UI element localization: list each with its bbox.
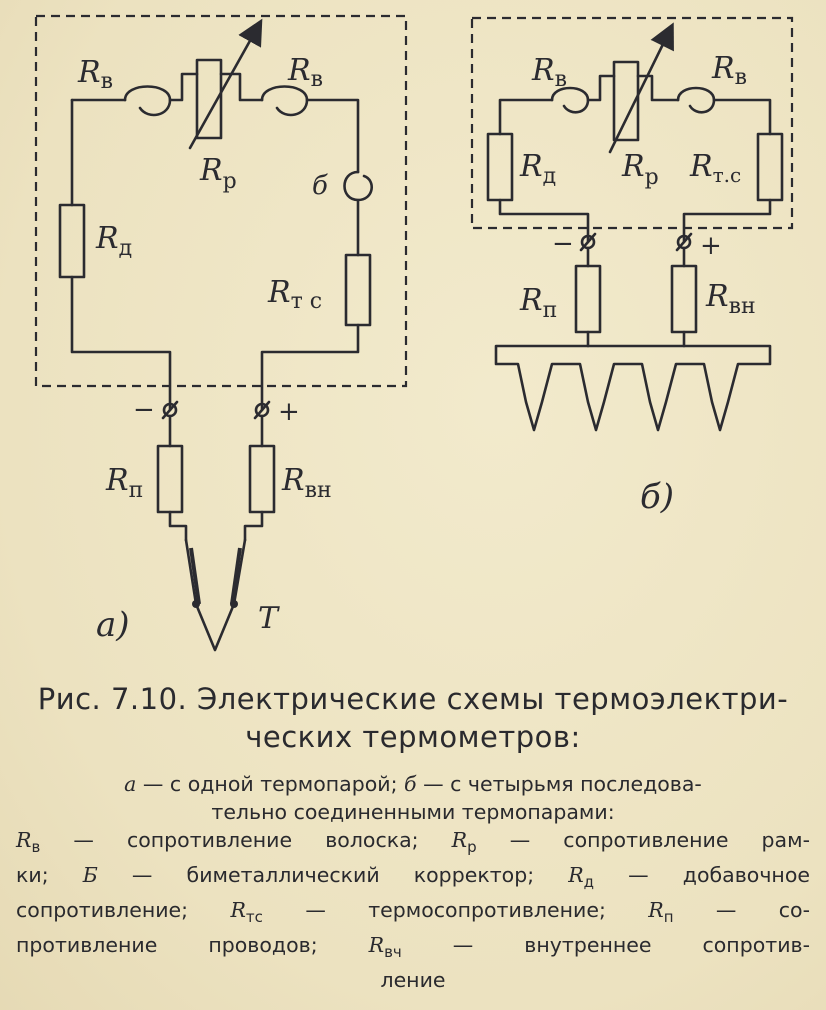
label-rd-b: Rд xyxy=(519,149,556,189)
panel-label-b: б) xyxy=(640,477,674,517)
legend-line-6: противление проводов; Rвч — внутреннее с… xyxy=(16,933,810,961)
label-b-a: б xyxy=(312,171,328,201)
label-rv-left-b: Rв xyxy=(531,53,567,92)
resistor-rtc-a xyxy=(344,253,372,327)
legend-line-1: а — с одной термопарой; б — с четырьмя п… xyxy=(124,772,702,796)
legend-line-5: сопротивление; Rтс — термосопротивление;… xyxy=(16,898,810,926)
wire-top-right xyxy=(305,98,360,174)
wire-left-bottom xyxy=(70,275,172,412)
legend-line-2: тельно соединенными термопарами: xyxy=(211,800,615,824)
panel-label-a: а) xyxy=(96,605,130,645)
resistor-rp-a xyxy=(195,58,223,140)
hair-spring-right-a xyxy=(260,85,309,117)
label-rp-b: Rр xyxy=(621,149,659,190)
thermocouple-battery-b xyxy=(494,344,772,432)
resistor-rtc-b xyxy=(756,132,784,202)
label-rv-left-a: Rв xyxy=(77,55,113,94)
resistor-rpr-b xyxy=(574,264,602,334)
resistor-rvn-a xyxy=(248,444,276,514)
label-rtc-a: Rт с xyxy=(267,275,322,314)
resistor-rvn-b xyxy=(670,264,698,334)
label-plus-b: + xyxy=(700,231,722,261)
enclosure-b xyxy=(470,16,794,230)
label-minus-b: − xyxy=(552,229,574,259)
legend-line-3: Rв — сопротивление волоска; Rр — сопроти… xyxy=(16,828,810,856)
label-rvn-a: Rвн xyxy=(281,463,332,503)
legend-line-7: ление xyxy=(380,968,446,992)
hair-spring-left-a xyxy=(123,85,172,117)
wire-right-bottom xyxy=(260,323,360,412)
label-rv-right-a: Rв xyxy=(287,53,323,92)
resistor-rpr-a xyxy=(156,444,184,514)
thermocouple-a xyxy=(184,538,247,652)
resistor-rd-b xyxy=(486,132,514,202)
caption-line-1: Рис. 7.10. Электрические схемы термоэлек… xyxy=(37,682,789,716)
label-rvn-b: Rвн xyxy=(705,279,756,319)
label-rp-a: Rр xyxy=(199,153,237,194)
label-t-a: T xyxy=(258,601,280,636)
label-rtc-b: Rт.с xyxy=(689,149,741,187)
label-rpr-a: Rп xyxy=(105,463,143,503)
variable-arrow-a xyxy=(188,18,263,150)
wire-from-frame-right xyxy=(219,72,264,102)
label-rpr-b: Rп xyxy=(519,283,557,323)
caption-line-2: ческих термометров: xyxy=(245,720,581,754)
variable-arrow-b xyxy=(608,22,674,154)
bimetal-corrector-a xyxy=(343,170,373,202)
hair-spring-right-b xyxy=(676,86,716,114)
label-plus-a: + xyxy=(278,397,300,427)
enclosure-a xyxy=(34,14,408,388)
resistor-rp-b xyxy=(612,60,640,142)
schematic-b: Rв Rв Rд Rр Rт.с − + Rп Rвн б) xyxy=(470,16,794,517)
figure-schematics: Rв Rв Rр б Rд Rт с − + Rп Rвн T а) xyxy=(34,14,794,652)
legend-line-4: ки; Б — биметаллический корректор; Rд — … xyxy=(16,863,810,891)
resistor-rd-a xyxy=(58,203,86,279)
label-minus-a: − xyxy=(133,395,155,425)
label-rd-a: Rд xyxy=(95,221,132,261)
figure-caption: Рис. 7.10. Электрические схемы термоэлек… xyxy=(0,680,826,756)
label-rv-right-b: Rв xyxy=(711,51,747,90)
wire-to-frame-left xyxy=(168,72,199,102)
schematic-a: Rв Rв Rр б Rд Rт с − + Rп Rвн T а) xyxy=(34,14,408,652)
figure-legend: а — с одной термопарой; б — с четырьмя п… xyxy=(16,770,810,994)
